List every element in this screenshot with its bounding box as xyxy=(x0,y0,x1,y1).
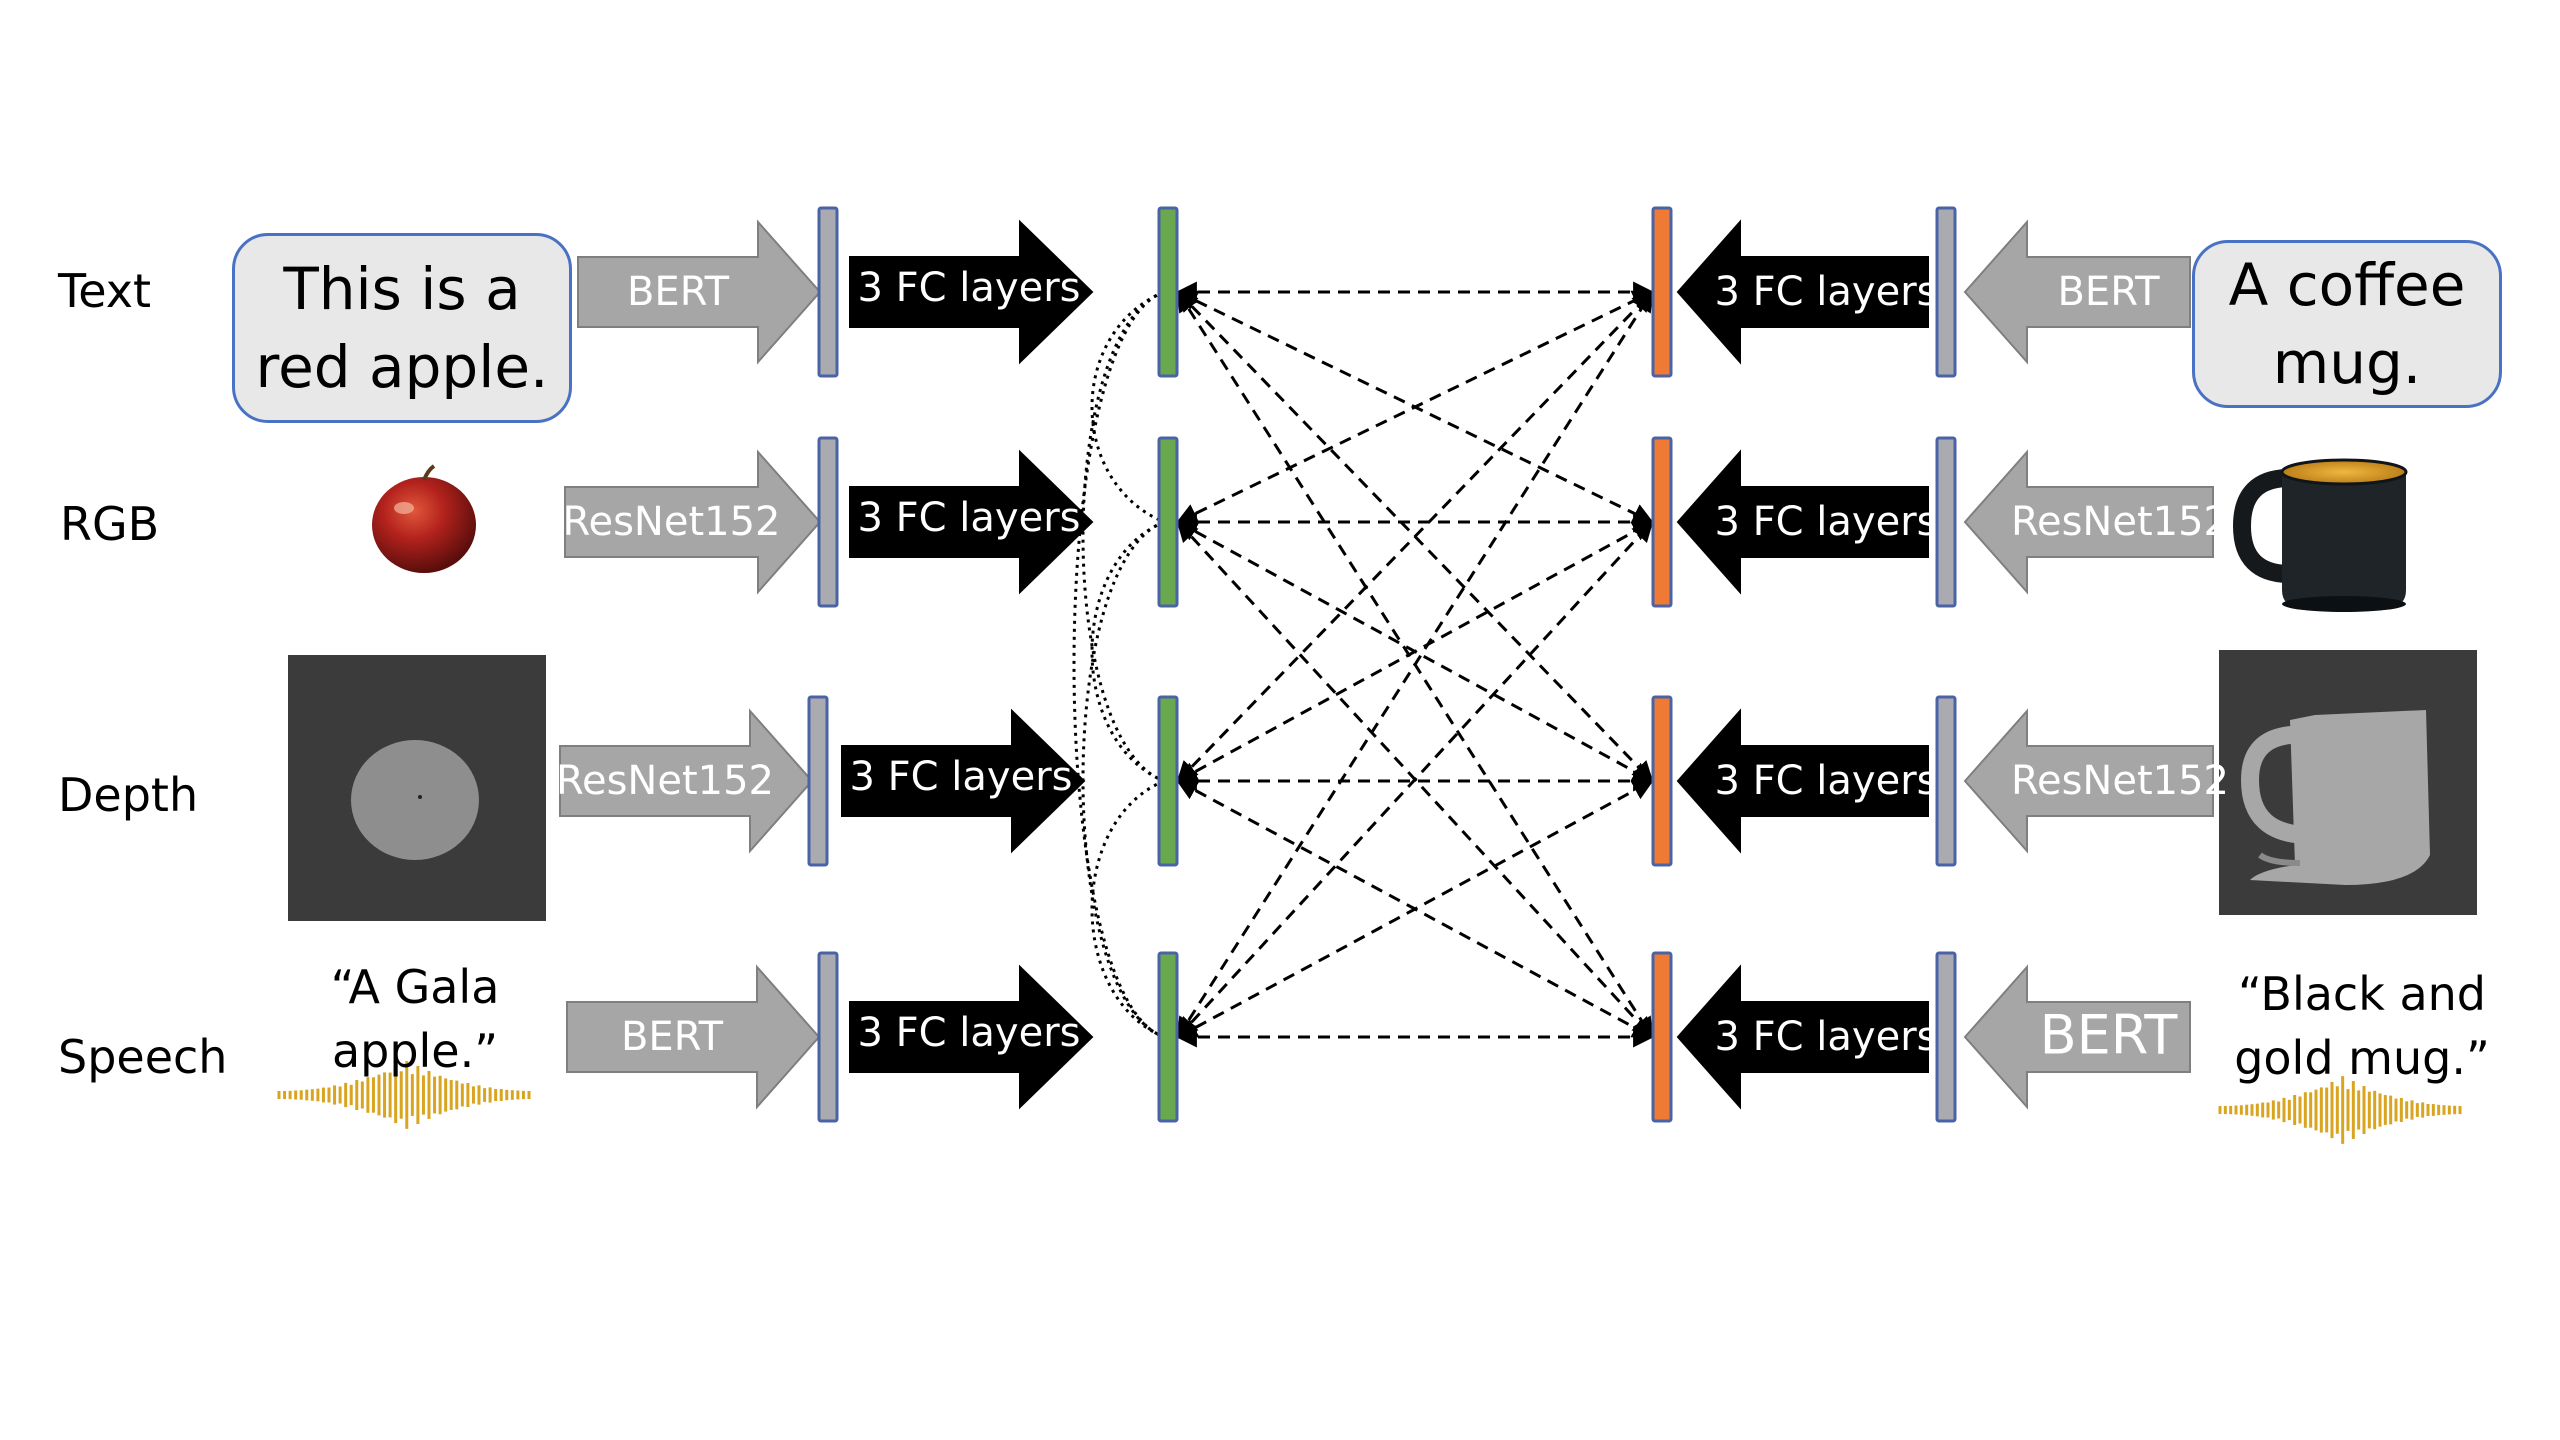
right-encoder-label-text: BERT xyxy=(2057,269,2160,315)
left-feature-bar-speech xyxy=(817,951,839,1123)
dashed-link-l3-r1 xyxy=(1176,520,1654,1039)
left-feature-bar-text xyxy=(817,206,839,378)
right-feature-bar-text xyxy=(1935,206,1957,378)
row-label-depth: Depth xyxy=(58,768,199,822)
right-embedding-rgb xyxy=(1651,436,1673,608)
left-encoder-label-speech: BERT xyxy=(621,1014,724,1060)
left-projector-arrow-text xyxy=(849,219,1094,365)
left-projector-label-text: 3 FC layers xyxy=(857,265,1080,311)
dotted-intra-links xyxy=(1072,290,1165,1039)
dotted-link-0-2 xyxy=(1081,290,1165,783)
left-embedding-depth xyxy=(1157,695,1179,867)
left-projector-label-depth: 3 FC layers xyxy=(849,754,1072,800)
apple-depth-image xyxy=(288,655,546,921)
mug-image xyxy=(2232,458,2408,612)
left-text-bubble: This is a red apple. xyxy=(232,233,572,423)
left-encoder-label-text: BERT xyxy=(627,269,730,315)
right-projector-arrow-text xyxy=(1676,219,1929,365)
left-projector-label-rgb: 3 FC layers xyxy=(857,495,1080,541)
row-label-speech: Speech xyxy=(58,1030,228,1084)
connection-lines xyxy=(1175,281,1655,1048)
left-embedding-speech xyxy=(1157,951,1179,1123)
right-projector-label-rgb: 3 FC layers xyxy=(1714,499,1937,545)
dotted-link-2-3 xyxy=(1090,779,1165,1039)
right-text-bubble: A coffee mug. xyxy=(2192,240,2502,408)
left-feature-bar-depth xyxy=(807,695,829,867)
left-encoder-label-depth: ResNet152 xyxy=(556,758,774,804)
left-embedding-text xyxy=(1157,206,1179,378)
right-projector-label-text: 3 FC layers xyxy=(1714,269,1937,315)
left-embedding-rgb xyxy=(1157,436,1179,608)
right-speech-quote: “Black and gold mug.” xyxy=(2234,967,2490,1085)
right-feature-bar-rgb xyxy=(1935,436,1957,608)
left-encoder-arrow-text xyxy=(577,219,822,365)
left-encoder-arrow-depth xyxy=(559,708,814,854)
right-encoder-label-speech: BERT xyxy=(2040,1004,2179,1067)
right-projector-arrow-rgb xyxy=(1676,449,1929,595)
left-projector-arrow-speech xyxy=(849,964,1094,1110)
right-embedding-depth xyxy=(1651,695,1673,867)
row-label-text: Text xyxy=(58,264,152,318)
dashed-link-l3-r2 xyxy=(1176,779,1654,1039)
left-projector-arrow-rgb xyxy=(849,449,1094,595)
right-projector-arrow-depth xyxy=(1676,708,1929,854)
dotted-link-0-1 xyxy=(1090,290,1165,524)
right-encoder-label-depth: ResNet152 xyxy=(2011,758,2229,804)
left-encoder-arrow-speech xyxy=(566,964,821,1110)
right-feature-bar-depth xyxy=(1935,695,1957,867)
dotted-link-1-2 xyxy=(1090,520,1165,783)
dotted-link-1-3 xyxy=(1081,520,1165,1039)
left-encoder-arrow-rgb xyxy=(564,449,822,595)
row-label-rgb: RGB xyxy=(60,497,160,551)
right-projector-arrow-speech xyxy=(1676,964,1929,1110)
left-projector-arrow-depth xyxy=(841,708,1086,854)
left-feature-bar-rgb xyxy=(817,436,839,608)
apple-image xyxy=(372,464,476,573)
right-projector-label-speech: 3 FC layers xyxy=(1714,1014,1937,1060)
right-encoder-arrow-rgb xyxy=(1963,449,2214,595)
mug-depth-image xyxy=(2219,650,2477,915)
left-projector-label-speech: 3 FC layers xyxy=(857,1010,1080,1056)
right-feature-bar-speech xyxy=(1935,951,1957,1123)
speech-waveform-icon xyxy=(277,1061,2462,1144)
right-encoder-arrow-text xyxy=(1963,219,2191,365)
right-encoder-label-rgb: ResNet152 xyxy=(2011,499,2229,545)
dotted-link-0-3 xyxy=(1072,290,1165,1039)
right-embedding-speech xyxy=(1651,951,1673,1123)
left-speech-quote: “A Gala apple.” xyxy=(330,960,500,1078)
left-encoder-label-rgb: ResNet152 xyxy=(562,499,780,545)
right-projector-label-depth: 3 FC layers xyxy=(1714,758,1937,804)
right-embedding-text xyxy=(1651,206,1673,378)
right-encoder-arrow-depth xyxy=(1963,708,2214,854)
right-encoder-arrow-speech xyxy=(1963,964,2191,1110)
